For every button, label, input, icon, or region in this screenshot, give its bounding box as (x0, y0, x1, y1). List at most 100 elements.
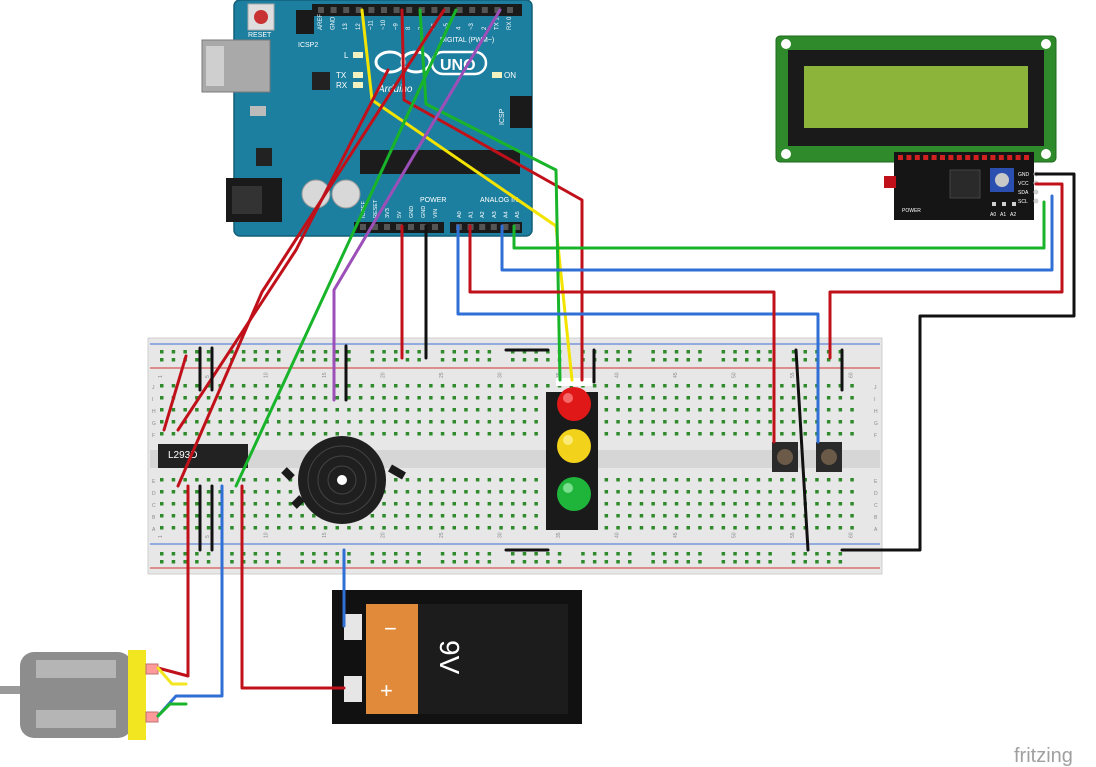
breadboard-hole (733, 552, 737, 556)
breadboard-hole (241, 560, 246, 564)
breadboard-hole (487, 432, 492, 436)
breadboard-hole (300, 552, 304, 556)
traffic-light-module (546, 378, 598, 530)
breadboard-hole (253, 552, 258, 556)
breadboard-hole (464, 432, 468, 436)
breadboard-hole (300, 432, 304, 436)
bottom-pin-label: GND (421, 206, 427, 218)
breadboard-hole (218, 526, 222, 530)
breadboard-hole (394, 350, 398, 354)
breadboard-hole (464, 560, 468, 564)
breadboard-hole (733, 350, 737, 354)
breadboard-hole (405, 432, 410, 436)
breadboard-hole (534, 560, 538, 564)
breadboard-hole (183, 502, 187, 506)
breadboard-hole (534, 526, 538, 530)
bottom-pin-label: 5V (397, 211, 403, 218)
breadboard-hole (663, 350, 667, 354)
breadboard-hole (838, 420, 843, 424)
breadboard-hole (265, 358, 269, 362)
breadboard-hole (171, 420, 176, 424)
breadboard-hole (663, 490, 667, 494)
l293d-label: L293D (168, 450, 197, 461)
breadboard-hole (452, 552, 456, 556)
breadboard-hole (160, 432, 164, 436)
breadboard-hole (791, 384, 796, 388)
breadboard-hole (300, 502, 304, 506)
breadboard-hole (826, 396, 831, 400)
bottom-pin-hole (514, 224, 520, 230)
breadboard-hole (686, 358, 690, 362)
breadboard-hole (183, 350, 187, 354)
l-led (353, 52, 363, 58)
breadboard-hole (347, 420, 351, 424)
breadboard-hole (826, 560, 831, 564)
battery-label-area (366, 604, 418, 714)
breadboard-hole (265, 526, 269, 530)
breadboard-hole (733, 396, 737, 400)
breadboard-hole (171, 432, 176, 436)
breadboard-hole (335, 526, 339, 530)
on-label: ON (504, 71, 516, 80)
breadboard-hole (452, 358, 456, 362)
breadboard-hole (206, 478, 211, 482)
breadboard-hole (604, 396, 609, 400)
buzzer-center (337, 475, 347, 485)
breadboard-hole (639, 408, 644, 412)
traffic-light-pins (556, 378, 592, 386)
lcd-header-pin (898, 155, 903, 160)
breadboard-hole (241, 432, 246, 436)
breadboard-hole (674, 502, 679, 506)
column-number: 1 (158, 375, 164, 378)
breadboard-hole (850, 384, 854, 388)
breadboard-hole (452, 432, 456, 436)
breadboard-hole (604, 358, 609, 362)
breadboard-hole (756, 396, 761, 400)
breadboard-hole (206, 350, 211, 354)
breadboard-hole (639, 478, 644, 482)
breadboard-hole (768, 408, 772, 412)
row-letter: H (152, 409, 156, 415)
breadboard-hole (370, 358, 375, 362)
breadboard-hole (768, 514, 772, 518)
breadboard-hole (721, 552, 726, 556)
breadboard-hole (546, 552, 550, 556)
breadboard-hole (709, 432, 714, 436)
breadboard-hole (440, 420, 445, 424)
breadboard-hole (674, 478, 679, 482)
breadboard-hole (452, 384, 456, 388)
breadboard-hole (417, 358, 421, 362)
breadboard-hole (733, 526, 737, 530)
breadboard-hole (756, 432, 761, 436)
motor-lead-yellow (156, 666, 188, 686)
breadboard-hole (522, 384, 527, 388)
breadboard-hole (499, 408, 503, 412)
motor-lead-green (156, 702, 188, 718)
breadboard-hole (791, 560, 796, 564)
breadboard-hole (405, 552, 410, 556)
breadboard-hole (686, 420, 690, 424)
breadboard-hole (721, 358, 726, 362)
battery-plus-label: + (380, 678, 393, 703)
breadboard-hole (838, 478, 843, 482)
breadboard-hole (183, 560, 187, 564)
breadboard-hole (382, 526, 386, 530)
breadboard-hole (826, 526, 831, 530)
digital-pin-label: RX 0 (507, 16, 513, 30)
breadboard-hole (265, 552, 269, 556)
wire-blue-button-2 (456, 224, 820, 444)
breadboard-hole (358, 432, 363, 436)
breadboard-hole (815, 560, 819, 564)
breadboard-hole (721, 350, 726, 354)
breadboard-hole (604, 560, 609, 564)
breadboard-hole (803, 384, 807, 388)
battery-minus-terminal (344, 614, 362, 640)
breadboard-hole (511, 358, 515, 362)
breadboard-hole (721, 420, 726, 424)
breadboard-hole (534, 552, 538, 556)
breadboard-hole (230, 384, 234, 388)
breadboard-hole (546, 560, 550, 564)
bottom-pin-label: GND (409, 206, 415, 218)
bottom-pin-label: A2 (480, 211, 486, 218)
